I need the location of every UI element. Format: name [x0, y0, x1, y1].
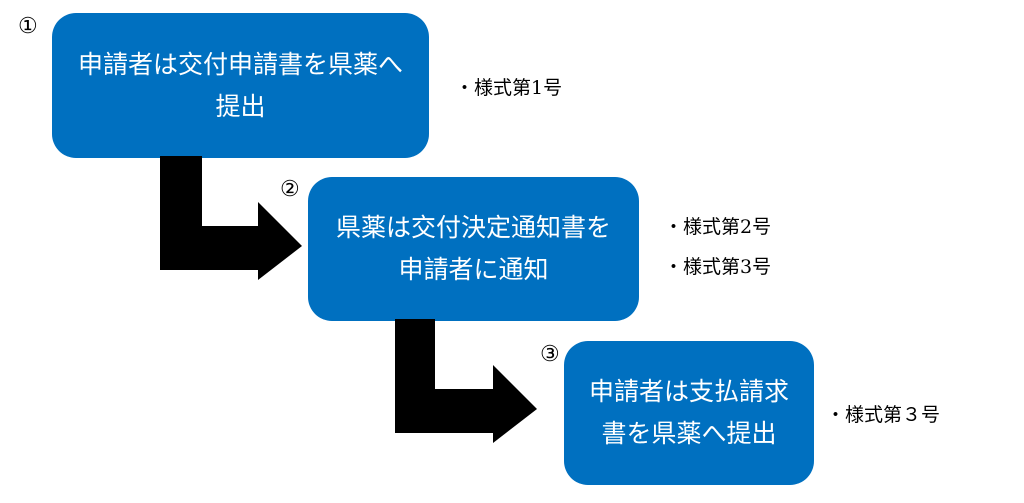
step-1-line-2: 提出: [215, 91, 266, 121]
step-2-note-1: ・様式第2号: [664, 216, 772, 238]
step-3-note-1: ・様式第３号: [826, 404, 941, 426]
step-1-box: 申請者は交付申請書を県薬へ 提出: [52, 13, 429, 158]
step-1-number: ①: [18, 14, 38, 39]
step-3-box: 申請者は支払請求 書を県薬へ提出: [564, 341, 814, 485]
step-2-text: 県薬は交付決定通知書を 申請者に通知: [336, 207, 611, 291]
step-3-line-1: 申請者は支払請求: [588, 377, 789, 406]
flow-arrow-1-to-2: [160, 156, 302, 280]
step-1-line-1: 申請者は交付申請書を県薬へ: [77, 49, 403, 79]
step-2-number: ②: [280, 177, 300, 202]
step-2-line-1: 県薬は交付決定通知書を: [335, 213, 611, 242]
step-3-number: ③: [540, 342, 560, 367]
step-1-text: 申請者は交付申請書を県薬へ 提出: [78, 44, 403, 128]
step-2-box: 県薬は交付決定通知書を 申請者に通知: [308, 177, 639, 321]
step-3-line-2: 書を県薬へ提出: [601, 419, 777, 448]
step-2-line-2: 申請者に通知: [398, 255, 549, 284]
step-2-note-2: ・様式第3号: [664, 256, 772, 278]
flow-arrow-2-to-3: [395, 319, 537, 443]
step-1-note-1: ・様式第1号: [455, 77, 563, 99]
step-3-text: 申請者は支払請求 書を県薬へ提出: [589, 371, 789, 455]
